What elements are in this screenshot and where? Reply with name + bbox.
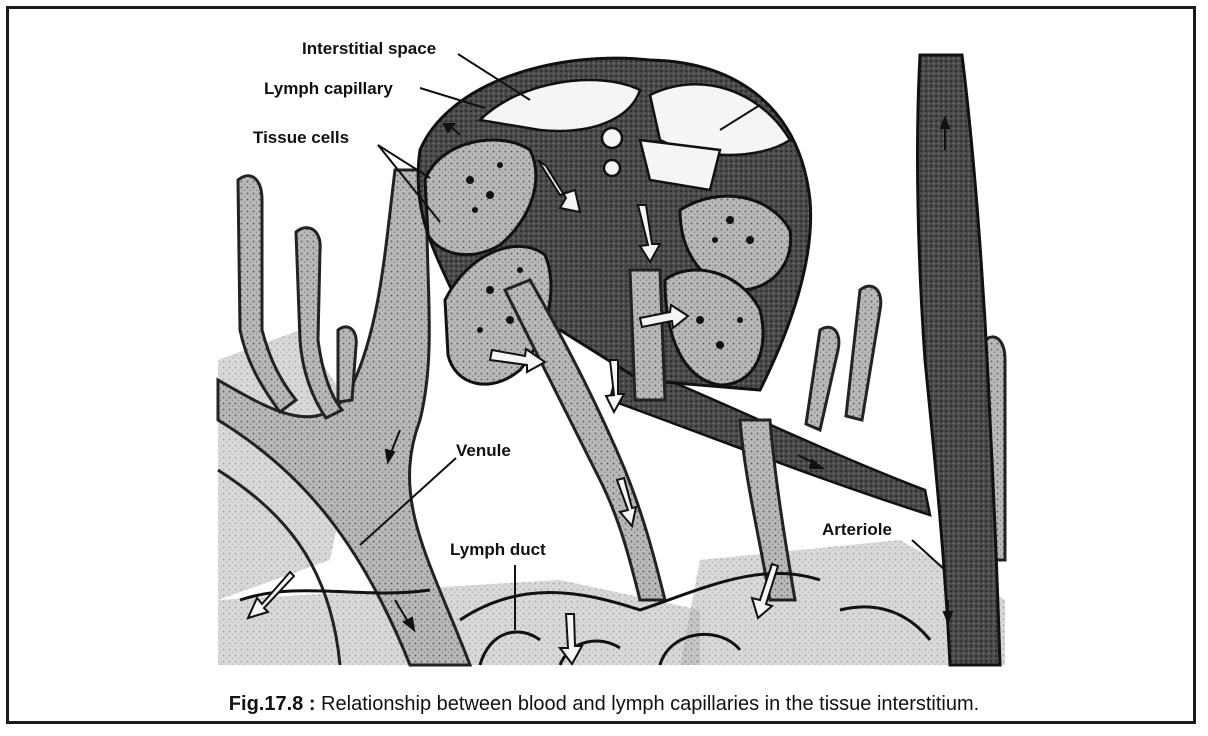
label-tissue-cells: Tissue cells (253, 128, 349, 147)
label-lymph-duct: Lymph duct (450, 540, 546, 559)
label-venule: Venule (456, 441, 511, 460)
figure-caption: Fig.17.8 : Relationship between blood an… (0, 693, 1208, 716)
label-arteriole: Arteriole (822, 520, 892, 539)
caption-text: Relationship between blood and lymph cap… (316, 693, 980, 715)
label-lymph-capillary: Lymph capillary (264, 79, 393, 98)
label-interstitial-space: Interstitial space (302, 39, 436, 58)
figure-number: Fig.17.8 : (229, 693, 316, 715)
